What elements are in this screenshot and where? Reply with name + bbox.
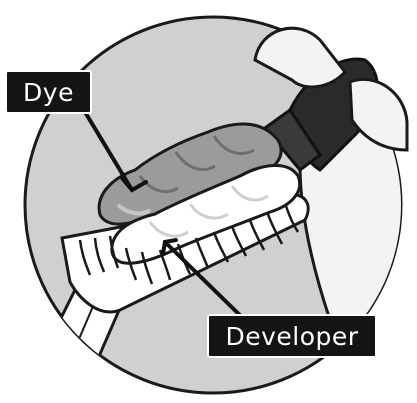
pointer-arrow-dye: [83, 110, 148, 193]
developer-label: Developer: [207, 314, 377, 358]
developer-blob: [110, 163, 302, 265]
brush-head: [60, 193, 310, 314]
dye-label: Dye: [5, 70, 92, 114]
glove-finger-top: [253, 26, 347, 89]
bottle-nozzle: [262, 107, 323, 173]
pointer-arrow-developer: [161, 238, 252, 327]
glove-thumb: [348, 77, 409, 152]
